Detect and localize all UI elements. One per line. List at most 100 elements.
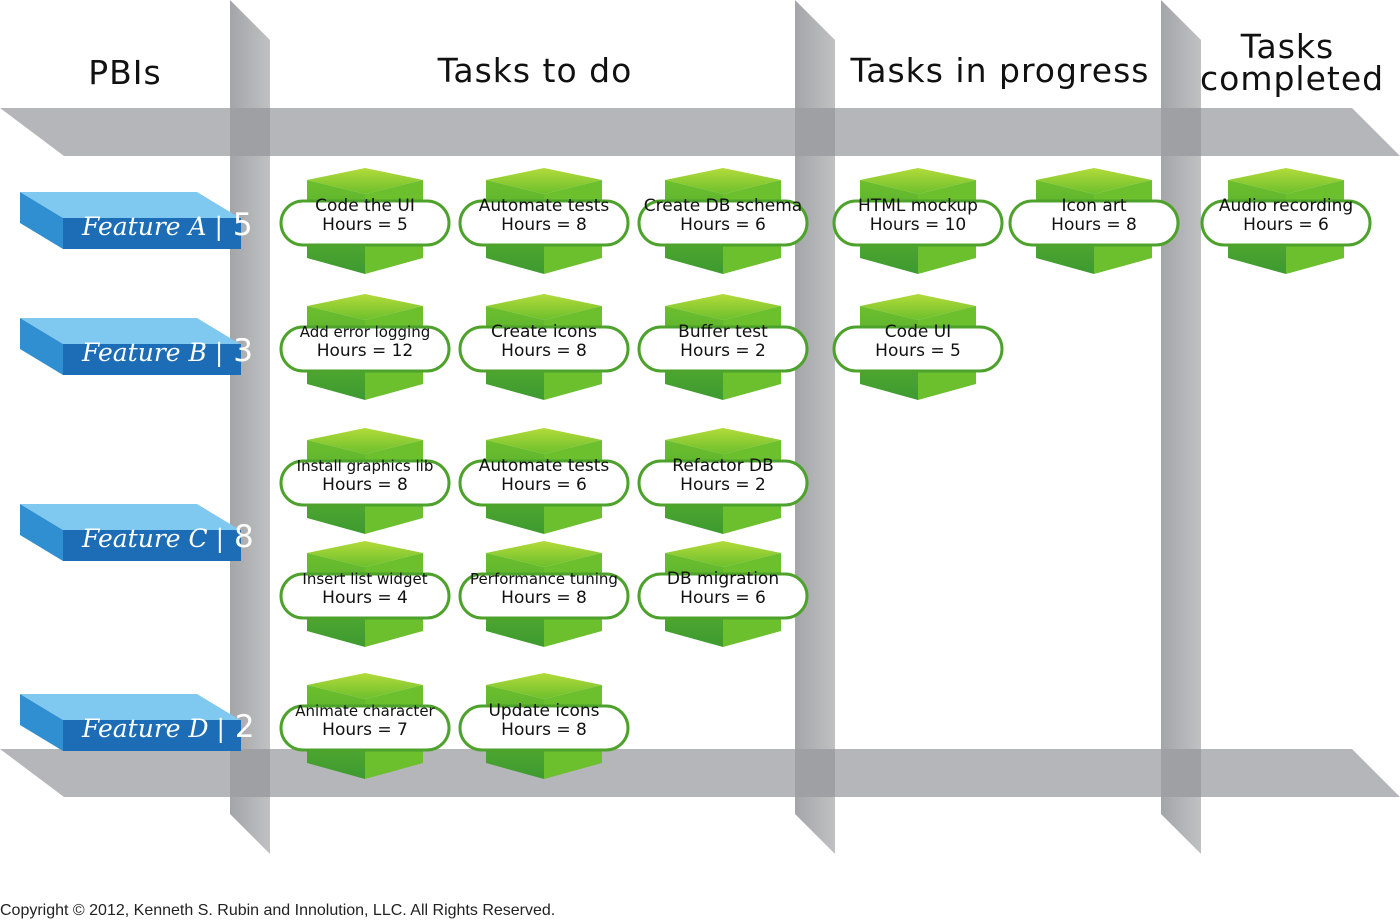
pbi-label: Feature C | 8 [82, 519, 254, 555]
task-cube-shape [279, 168, 451, 274]
task-name: Create icons [491, 322, 597, 342]
task-hours: Hours = 6 [1243, 215, 1329, 235]
column-divider-overlaps [230, 108, 1201, 797]
task-cube-shape [832, 294, 1004, 400]
task-hours: Hours = 8 [501, 588, 587, 608]
task-cube-shape [637, 428, 809, 534]
task-name: Performance tuning [470, 570, 618, 588]
task-hours: Hours = 6 [680, 588, 766, 608]
task-name: Insert list widget [302, 570, 428, 588]
task-hours: Hours = 8 [1051, 215, 1137, 235]
copyright-notice: Copyright © 2012, Kenneth S. Rubin and I… [0, 902, 556, 919]
task-name: Automate tests [478, 196, 610, 216]
task-cube-shape [279, 294, 451, 400]
task-cube-shape [458, 673, 630, 779]
task-cube-shape [1008, 168, 1180, 274]
task-name: DB migration [666, 569, 780, 589]
task-hours: Hours = 12 [316, 341, 414, 361]
task-hours: Hours = 6 [680, 215, 766, 235]
task-hours: Hours = 8 [501, 720, 587, 740]
task-cube-shape [458, 168, 630, 274]
pbi-block-shape [20, 318, 241, 375]
task-hours: Hours = 7 [322, 720, 408, 740]
task-cube-shape [637, 541, 809, 647]
task-hours: Hours = 8 [322, 475, 408, 495]
task-hours: Hours = 8 [501, 341, 587, 361]
column-header-pbis: PBIs [88, 53, 162, 92]
column-header-tasks-in-progress: Tasks in progress [850, 51, 1150, 90]
task-name: Add error logging [299, 323, 431, 341]
task-name: Code UI [884, 322, 952, 342]
task-cube-shape [1200, 168, 1372, 274]
task-name: HTML mockup [858, 196, 978, 216]
column-header-tasks-to-do: Tasks to do [437, 51, 633, 90]
task-cube-shape [279, 428, 451, 534]
task-name: Automate tests [478, 456, 610, 476]
task-cube-shape [279, 541, 451, 647]
task-name: Refactor DB [672, 456, 774, 476]
task-hours: Hours = 8 [501, 215, 587, 235]
task-name: Audio recording [1218, 196, 1354, 216]
task-name: Code the UI [315, 196, 415, 216]
task-hours: Hours = 2 [680, 475, 766, 495]
pbi-label: Feature A | 5 [82, 207, 253, 243]
task-hours: Hours = 4 [322, 588, 408, 608]
task-name: Install graphics lib [296, 457, 434, 475]
pbi-block-shape [20, 504, 241, 561]
task-hours: Hours = 5 [875, 341, 961, 361]
task-name: Buffer test [678, 322, 768, 342]
pbi-label: Feature D | 2 [82, 709, 255, 745]
task-cube-shape [832, 168, 1004, 274]
task-name: Update icons [488, 701, 600, 721]
task-cube-shape [458, 541, 630, 647]
task-cube-shape [637, 168, 809, 274]
pbi-label: Feature B | 3 [82, 333, 253, 369]
task-cube-shape [458, 294, 630, 400]
task-cube-shape [637, 294, 809, 400]
task-hours: Hours = 6 [501, 475, 587, 495]
task-name: Icon art [1061, 196, 1127, 216]
task-hours: Hours = 5 [322, 215, 408, 235]
task-hours: Hours = 2 [680, 341, 766, 361]
task-cube-shape [279, 673, 451, 779]
pbi-block-shape [20, 694, 241, 751]
task-name: Create DB schema [643, 196, 803, 216]
